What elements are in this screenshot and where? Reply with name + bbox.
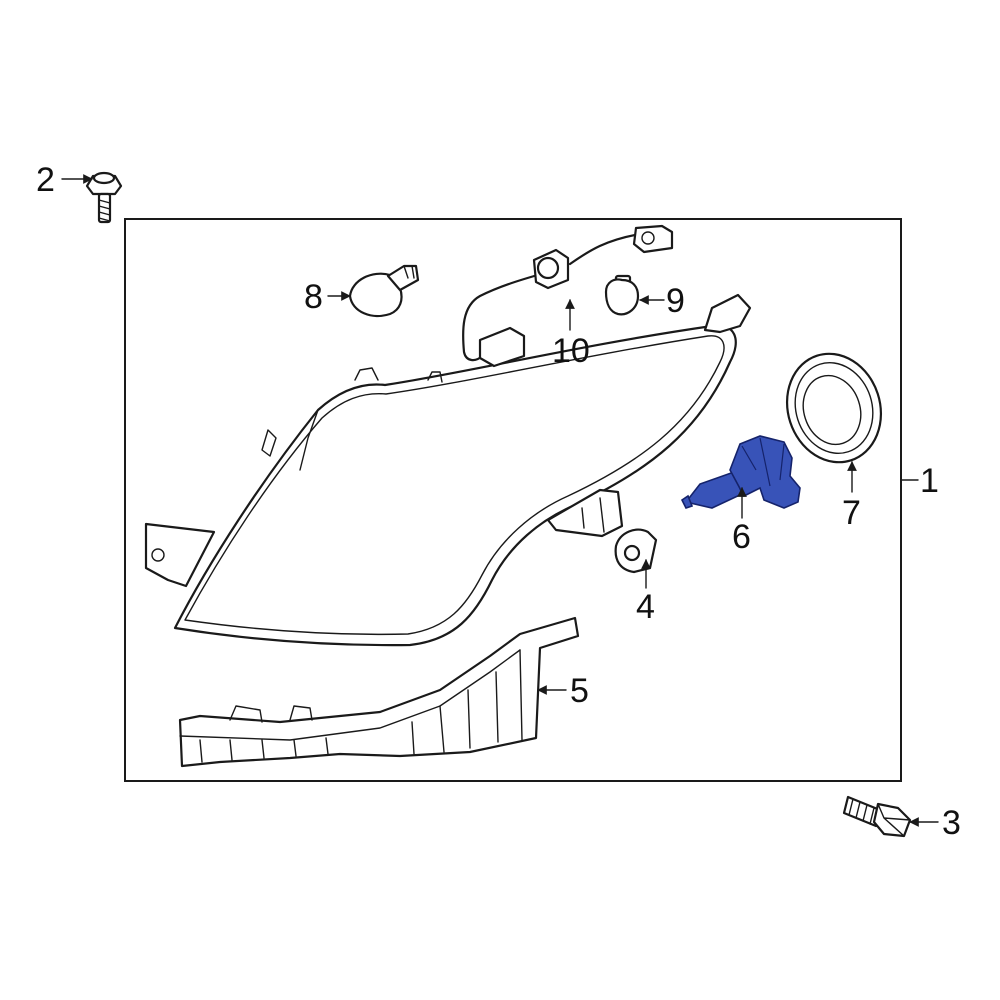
callout-1: 1	[920, 462, 939, 500]
callout-6: 6	[732, 518, 751, 556]
callout-5: 5	[570, 672, 589, 710]
callout-3: 3	[942, 804, 961, 842]
seal-ring-part-7[interactable]	[773, 341, 894, 474]
callout-4: 4	[636, 588, 655, 626]
callout-8: 8	[304, 278, 323, 316]
callout-2: 2	[36, 161, 55, 199]
harness-part-10[interactable]	[462, 224, 674, 368]
assembly-frame	[124, 218, 902, 782]
bulb-part-8[interactable]	[348, 264, 420, 318]
callout-10: 10	[552, 332, 590, 370]
callout-7: 7	[842, 494, 861, 532]
headlamp-housing-part-1[interactable]	[144, 293, 752, 647]
headlamp-bulb-part-6[interactable]	[680, 435, 801, 509]
bulb-6-base	[729, 435, 801, 509]
bolt-part-3[interactable]	[842, 795, 912, 838]
callout-9: 9	[666, 282, 685, 320]
grommet-part-4[interactable]	[614, 528, 658, 574]
screw-part-2[interactable]	[85, 171, 123, 224]
lower-bracket-part-5[interactable]	[178, 616, 580, 768]
small-bulb-part-9[interactable]	[604, 274, 640, 316]
